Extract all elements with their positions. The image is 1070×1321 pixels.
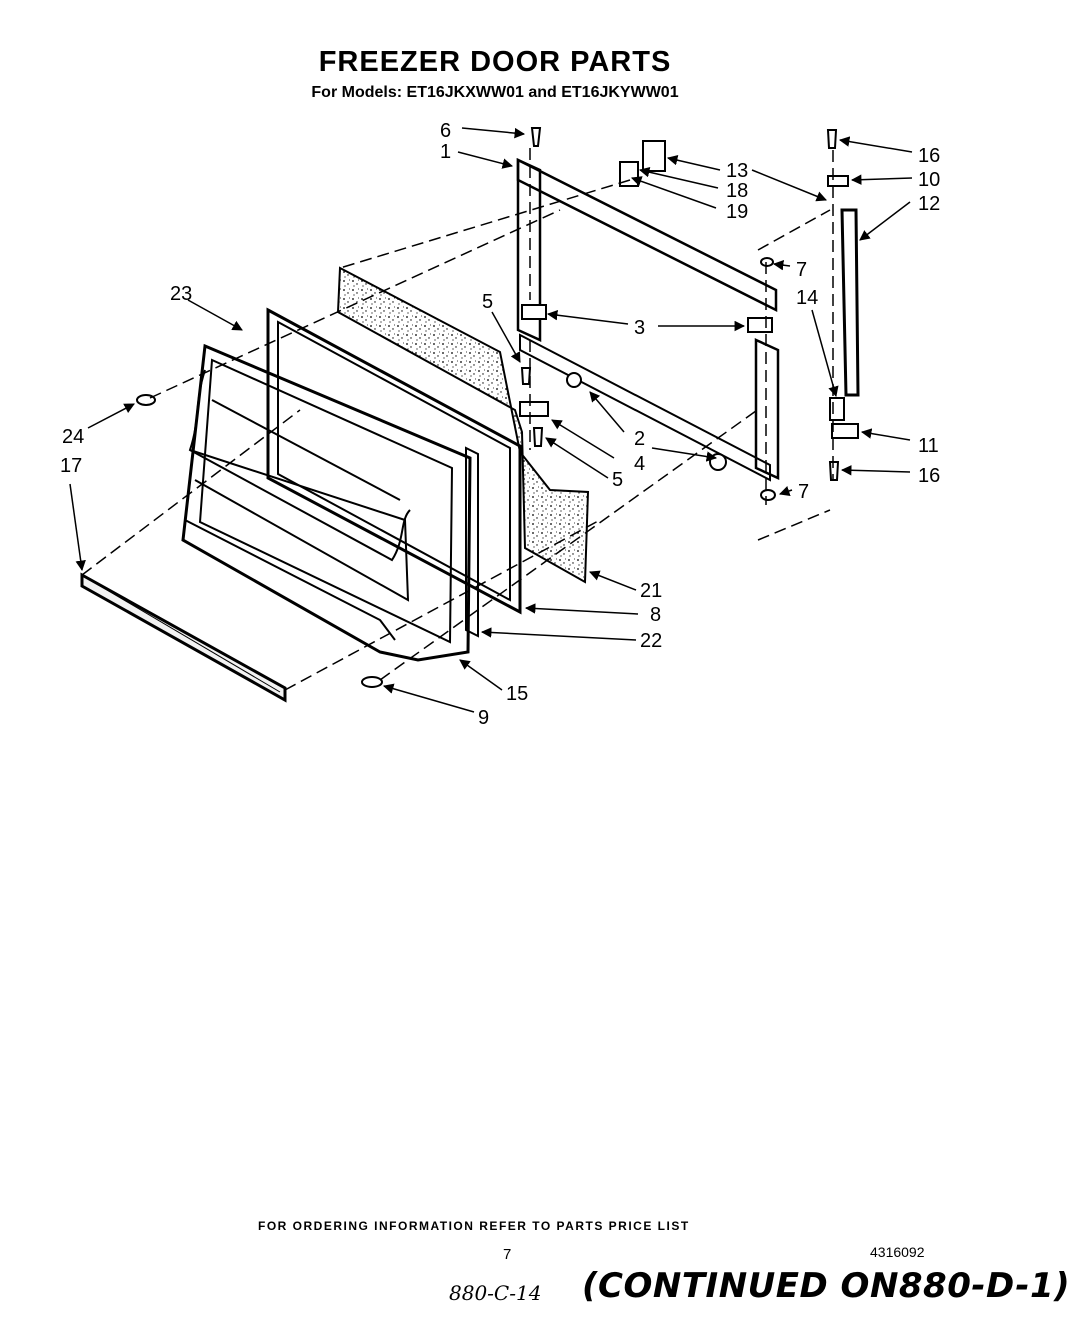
hinge-bracket-3-right xyxy=(747,317,773,333)
screw-5-lower xyxy=(532,427,544,447)
label-13 xyxy=(642,140,666,172)
page-title: FREEZER DOOR PARTS xyxy=(318,46,672,78)
door-liner-shelf-low xyxy=(184,519,396,641)
callout-10: 10 xyxy=(918,169,940,191)
screw-16-bottom xyxy=(828,461,840,481)
callout-18: 18 xyxy=(726,180,748,202)
door-liner-inner xyxy=(198,358,454,644)
callout-7-bottom: 7 xyxy=(798,481,809,503)
callout-12: 12 xyxy=(918,193,940,215)
callout-11: 11 xyxy=(918,435,939,457)
door-frame-left-post xyxy=(516,158,542,342)
callout-5-lower: 5 xyxy=(612,469,623,491)
continued-note: (CONTINUED ON880-D-1) xyxy=(582,1266,1070,1306)
models-subtitle: For Models: ET16JKXWW01 and ET16JKYWW01 xyxy=(311,84,679,101)
plug-2-lower xyxy=(709,453,727,471)
exploded-parts-diagram: 6 1 13 18 19 16 10 12 7 14 23 5 3 2 4 5 … xyxy=(60,120,940,729)
callout-3: 3 xyxy=(634,317,645,339)
callout-17: 17 xyxy=(60,455,82,477)
door-panel-22 xyxy=(465,446,479,638)
plug-9 xyxy=(361,676,383,688)
hinge-bracket-3-left xyxy=(521,304,547,320)
callout-8: 8 xyxy=(650,604,661,626)
door-frame-bottom-rail xyxy=(519,333,771,482)
plug-2-upper xyxy=(566,372,582,388)
hinge-14 xyxy=(829,397,845,421)
callout-23: 23 xyxy=(170,283,192,305)
door-shelf-bar xyxy=(80,572,287,703)
hinge-11 xyxy=(831,423,859,439)
callout-21: 21 xyxy=(640,580,662,602)
callout-16-bottom: 16 xyxy=(918,465,940,487)
callout-14: 14 xyxy=(796,287,818,309)
document-number: 4316092 xyxy=(870,1244,925,1260)
insulation-panel xyxy=(336,266,590,584)
callout-4: 4 xyxy=(634,453,645,475)
callout-15: 15 xyxy=(506,683,528,705)
callout-2: 2 xyxy=(634,428,645,450)
handwritten-reference: 880-C-14 xyxy=(449,1281,542,1305)
hinge-pin-4 xyxy=(519,401,549,417)
hinge-10 xyxy=(827,175,849,187)
callout-22: 22 xyxy=(640,630,662,652)
door-frame-right-post xyxy=(754,338,780,480)
callout-5-upper: 5 xyxy=(482,291,493,313)
plug-7-lower xyxy=(760,489,776,501)
callout-24: 24 xyxy=(62,426,84,448)
door-gasket-inner xyxy=(277,320,511,602)
ordering-info-note: FOR ORDERING INFORMATION REFER TO PARTS … xyxy=(258,1219,690,1233)
callout-9: 9 xyxy=(478,707,489,729)
plug-7-upper xyxy=(760,257,774,267)
callout-16-top: 16 xyxy=(918,145,940,167)
screw-5-upper xyxy=(520,367,532,385)
callout-19: 19 xyxy=(726,201,748,223)
callout-1: 1 xyxy=(440,141,451,163)
screw-16-top xyxy=(826,129,838,149)
door-liner-shelf-mid xyxy=(189,449,410,602)
door-gasket-outer xyxy=(266,307,522,615)
callout-13: 13 xyxy=(726,160,748,182)
callout-6: 6 xyxy=(440,120,451,142)
door-liner-shelf-top xyxy=(188,369,411,562)
door-liner-rail xyxy=(211,399,401,501)
callout-7-top: 7 xyxy=(796,259,807,281)
screw-6 xyxy=(530,127,542,147)
page-number: 7 xyxy=(503,1246,512,1263)
door-liner-outer xyxy=(181,343,472,662)
door-handle xyxy=(840,208,860,397)
